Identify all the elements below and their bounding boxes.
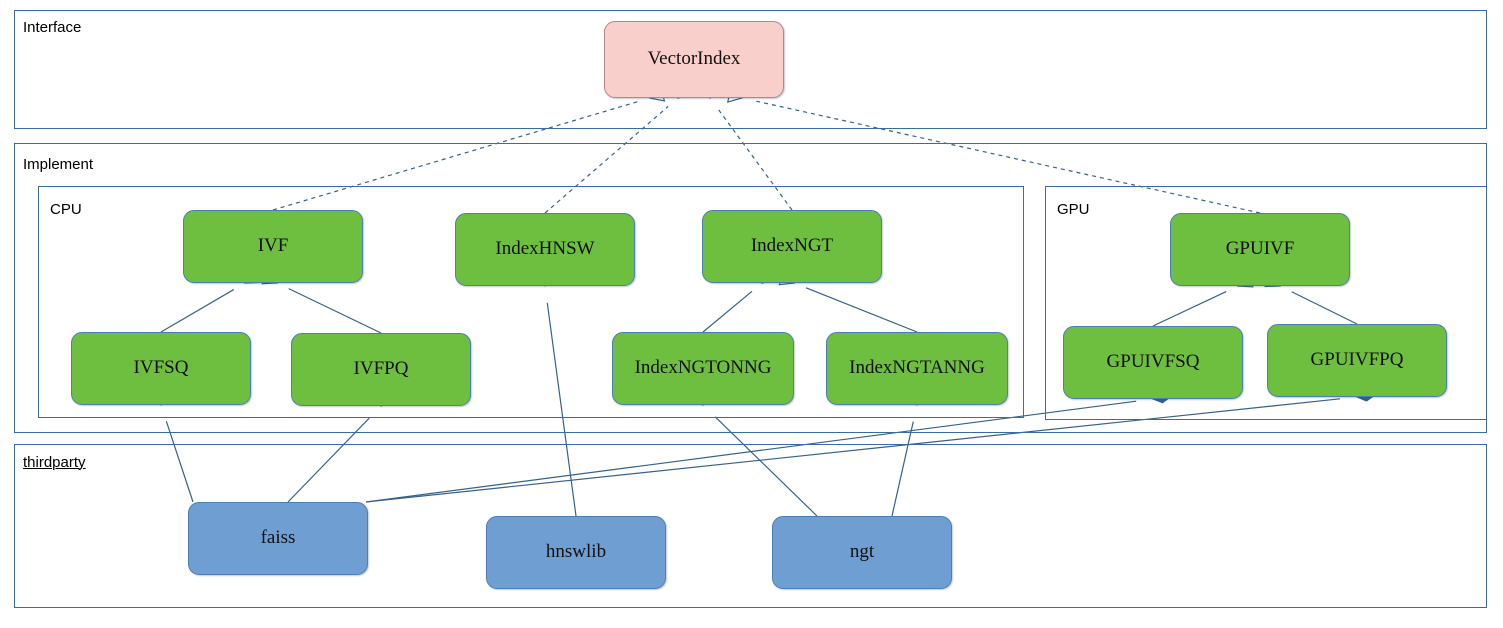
class-node-label: GPUIVFPQ (1310, 349, 1404, 371)
spellcheck-squiggle-icon (23, 471, 86, 476)
class-node-label: GPUIVF (1225, 238, 1295, 260)
class-node-ivfpq[interactable]: IVFPQ (291, 333, 471, 406)
group-box-interface (14, 10, 1487, 129)
group-label-interface: Interface (23, 19, 82, 36)
class-node-ivfsq[interactable]: IVFSQ (71, 332, 251, 405)
class-node-label: IVFPQ (353, 358, 409, 380)
class-node-indexngtanng[interactable]: IndexNGTANNG (826, 332, 1008, 405)
group-box-cpu (38, 186, 1024, 418)
group-label-thirdparty: thirdparty (23, 455, 86, 470)
class-node-faiss[interactable]: faiss (188, 502, 368, 575)
class-node-indexngtonng[interactable]: IndexNGTONNG (612, 332, 794, 405)
group-box-thirdparty (14, 444, 1487, 608)
class-node-label: IVFSQ (133, 357, 189, 379)
class-node-gpuivf[interactable]: GPUIVF (1170, 213, 1350, 286)
class-node-label: IndexHNSW (495, 238, 595, 260)
class-node-label: IndexNGTANNG (849, 357, 985, 379)
group-label-implement: Implement (23, 156, 94, 173)
class-node-hnswlib[interactable]: hnswlib (486, 516, 666, 589)
group-label-cpu: CPU (50, 201, 82, 218)
class-node-label: IndexNGTONNG (634, 357, 772, 379)
class-node-indexhnsw[interactable]: IndexHNSW (455, 213, 635, 286)
class-node-label: ngt (849, 541, 875, 563)
class-node-label: GPUIVFSQ (1106, 351, 1200, 373)
class-node-gpuivfsq[interactable]: GPUIVFSQ (1063, 326, 1243, 399)
class-node-indexngt[interactable]: IndexNGT (702, 210, 882, 283)
class-node-ngt[interactable]: ngt (772, 516, 952, 589)
class-node-ivf[interactable]: IVF (183, 210, 363, 283)
group-label-gpu: GPU (1057, 201, 1090, 218)
class-node-vectorindex[interactable]: VectorIndex (604, 21, 784, 98)
class-node-label: VectorIndex (647, 48, 741, 70)
class-node-label: faiss (260, 527, 296, 549)
class-node-gpuivfpq[interactable]: GPUIVFPQ (1267, 324, 1447, 397)
class-node-label: IVF (257, 235, 289, 257)
group-box-gpu (1045, 186, 1487, 420)
class-node-label: IndexNGT (750, 235, 834, 257)
class-node-label: hnswlib (545, 541, 607, 563)
